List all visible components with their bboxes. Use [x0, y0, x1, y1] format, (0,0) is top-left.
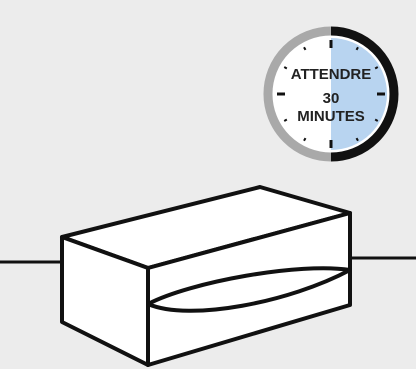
timer-tick	[283, 118, 288, 122]
timer-ticks	[277, 40, 385, 148]
timer-text-minutes: MINUTES	[297, 108, 365, 125]
timer-tick	[355, 137, 359, 142]
timer-tick	[303, 46, 307, 51]
timer-tick	[374, 118, 379, 122]
timer-clock: ATTENDRE 30 MINUTES	[263, 26, 399, 162]
box-side-face	[60, 235, 150, 367]
box-mold	[60, 185, 352, 367]
timer-tick	[374, 66, 379, 70]
box-front-curve-lower	[147, 268, 351, 313]
timer-tick	[303, 137, 307, 142]
timer-tick	[283, 66, 288, 70]
timer-text-number: 30	[323, 90, 340, 107]
timer-tick	[355, 46, 359, 51]
timer-ring-gray	[263, 26, 332, 162]
box-front-curve	[147, 266, 351, 306]
timer-elapsed-fill	[331, 38, 387, 150]
timer-ring-black	[330, 26, 399, 162]
timer-text-attendre: ATTENDRE	[291, 66, 372, 83]
